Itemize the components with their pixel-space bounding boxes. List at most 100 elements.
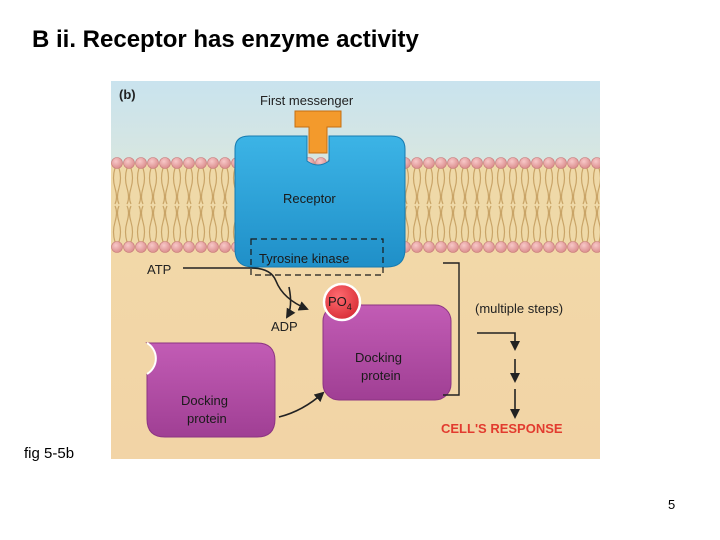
lipid-head [459, 157, 471, 169]
lipid-tail [200, 205, 206, 243]
page-number: 5 [668, 497, 676, 512]
lipid-tail [208, 167, 214, 205]
lipid-tail [544, 167, 550, 205]
lipid-tail [596, 205, 600, 243]
lipid-tail [484, 205, 490, 243]
docking-notch-outline [146, 342, 157, 375]
lipid-head [543, 241, 555, 253]
lipid-head [171, 157, 183, 169]
lipid-tail [532, 167, 538, 205]
lipid-head [531, 241, 543, 253]
atp-label: ATP [147, 262, 171, 277]
lipid-head [495, 241, 507, 253]
tyrosine-kinase-label: Tyrosine kinase [259, 251, 349, 266]
lipid-tail [464, 167, 470, 205]
lipid-tail [512, 167, 518, 205]
lipid-tail [212, 205, 218, 243]
lipid-head [531, 157, 543, 169]
lipid-tail [484, 167, 490, 205]
lipid-head [207, 241, 219, 253]
lipid-tail [496, 205, 502, 243]
lipid-tail [560, 167, 566, 205]
lipid-tail [412, 167, 418, 205]
lipid-tail [524, 205, 530, 243]
lipid-tail [148, 205, 154, 243]
lipid-head [135, 157, 147, 169]
lipid-tail [460, 205, 466, 243]
lipid-tail [580, 167, 586, 205]
lipid-tail [500, 167, 506, 205]
lipid-head [483, 157, 495, 169]
lipid-head [543, 157, 555, 169]
lipid-tail [556, 167, 562, 205]
lipid-head [111, 157, 123, 169]
lipid-tail [196, 167, 202, 205]
lipid-tail [208, 205, 214, 243]
lipid-tail [112, 167, 118, 205]
lipid-head [219, 157, 231, 169]
lipid-tail [116, 205, 122, 243]
lipid-head [135, 241, 147, 253]
lipid-tail [140, 167, 146, 205]
lipid-tail [404, 205, 410, 243]
lipid-tail [124, 167, 130, 205]
lipid-tail [440, 167, 446, 205]
lipid-head [147, 241, 159, 253]
tyrosine-kinase-box [250, 238, 384, 276]
lipid-tail [212, 167, 218, 205]
lipid-tail [584, 167, 590, 205]
lipid-tail [452, 205, 458, 243]
lipid-head [423, 157, 435, 169]
lipid-head [123, 241, 135, 253]
lipid-tail [128, 205, 134, 243]
activation-arrow [278, 391, 325, 418]
lipid-tail [448, 205, 454, 243]
multiple-steps-label: (multiple steps) [475, 301, 563, 316]
lipid-tail [548, 205, 554, 243]
lipid-head [159, 241, 171, 253]
lipid-tail [176, 167, 182, 205]
lipid-head [591, 157, 600, 169]
lipid-head [483, 241, 495, 253]
lipid-tail [428, 167, 434, 205]
lipid-tail [584, 205, 590, 243]
lipid-tail [476, 205, 482, 243]
lipid-tail [508, 205, 514, 243]
adp-label: ADP [271, 319, 298, 334]
lipid-tail [196, 205, 202, 243]
lipid-head [435, 157, 447, 169]
phosphate-text: PO [328, 294, 347, 309]
first-messenger-shape [294, 110, 342, 154]
lipid-tail [152, 167, 158, 205]
lipid-head [471, 157, 483, 169]
lipid-tail [472, 205, 478, 243]
lipid-tail [200, 167, 206, 205]
panel-label: (b) [119, 87, 136, 102]
receptor-label: Receptor [283, 191, 336, 206]
lipid-tail [112, 205, 118, 243]
lipid-head [567, 157, 579, 169]
lipid-head [567, 241, 579, 253]
lipid-head [591, 241, 600, 253]
lipid-tail [592, 167, 598, 205]
lipid-tail [592, 205, 598, 243]
lipid-head [411, 241, 423, 253]
lipid-tail [148, 167, 154, 205]
lipid-head [171, 241, 183, 253]
lipid-tail [224, 205, 230, 243]
lipid-head [183, 157, 195, 169]
lipid-tail [184, 205, 190, 243]
lipid-head [195, 241, 207, 253]
lipid-head [471, 241, 483, 253]
lipid-tail [548, 167, 554, 205]
docking-right-label-1: Docking [355, 350, 402, 365]
lipid-tail [488, 205, 494, 243]
slide-title: B ii. Receptor has enzyme activity [32, 26, 419, 53]
lipid-tail [416, 167, 422, 205]
lipid-tail [512, 205, 518, 243]
lipid-tail [596, 167, 600, 205]
atp-arrow [183, 267, 309, 311]
lipid-tail [440, 205, 446, 243]
lipid-tail [560, 205, 566, 243]
lipid-head [459, 241, 471, 253]
